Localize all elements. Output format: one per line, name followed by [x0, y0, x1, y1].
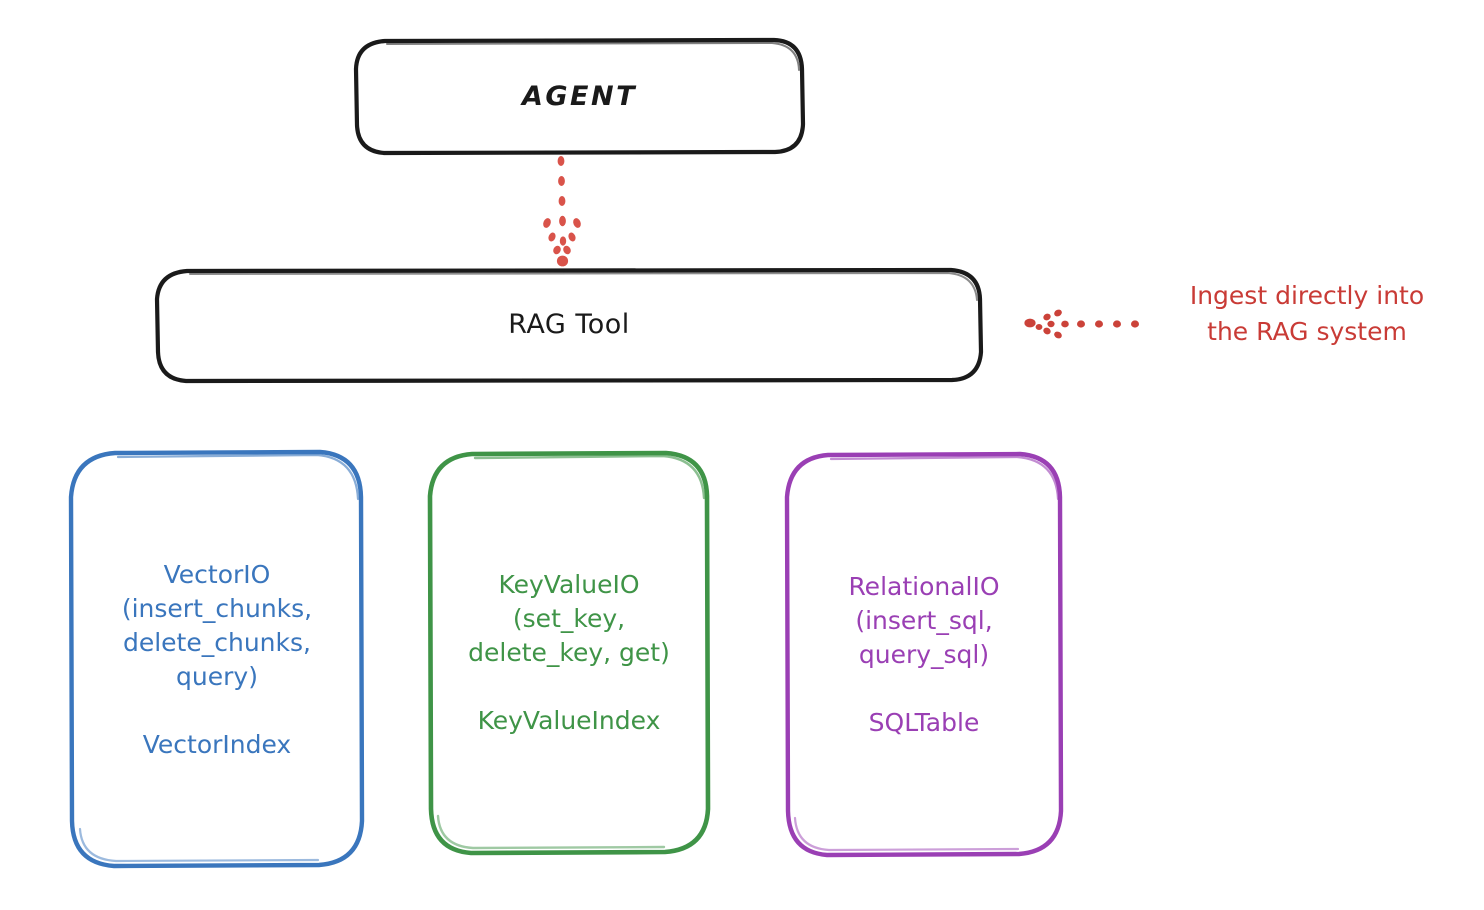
- rag-tool-label: RAG Tool: [508, 309, 630, 341]
- vector-io-label: VectorIO (insert_chunks, delete_chunks, …: [121, 559, 313, 691]
- relational-io-label: RelationalIO (insert_sql, query_sql): [848, 571, 1000, 669]
- annotation-ingest-note: Ingest directly into the RAG system: [1189, 281, 1425, 346]
- node-agent[interactable]: AGENT: [353, 37, 806, 156]
- key-value-io-label: KeyValueIO (set_key, delete_key, get): [468, 570, 670, 667]
- relational-io-sub-label: SQLTable: [868, 707, 980, 737]
- edge-agent-to-rag-tool: [543, 156, 581, 267]
- node-rag-tool[interactable]: RAG Tool: [154, 267, 984, 384]
- key-value-io-text-block: KeyValueIO (set_key, delete_key, get) Ke…: [462, 534, 676, 772]
- node-vector-io[interactable]: VectorIO (insert_chunks, delete_chunks, …: [68, 449, 366, 870]
- node-key-value-io[interactable]: KeyValueIO (set_key, delete_key, get) Ke…: [427, 450, 711, 856]
- vector-io-sub-label: VectorIndex: [142, 729, 292, 759]
- vector-io-text-block: VectorIO (insert_chunks, delete_chunks, …: [116, 524, 318, 796]
- node-relational-io[interactable]: RelationalIO (insert_sql, query_sql) SQL…: [784, 451, 1064, 858]
- agent-label: AGENT: [521, 80, 637, 112]
- relational-io-text-block: RelationalIO (insert_sql, query_sql) SQL…: [842, 536, 1005, 774]
- key-value-io-sub-label: KeyValueIndex: [477, 706, 661, 735]
- edge-ingest-to-rag-tool: [1024, 309, 1139, 339]
